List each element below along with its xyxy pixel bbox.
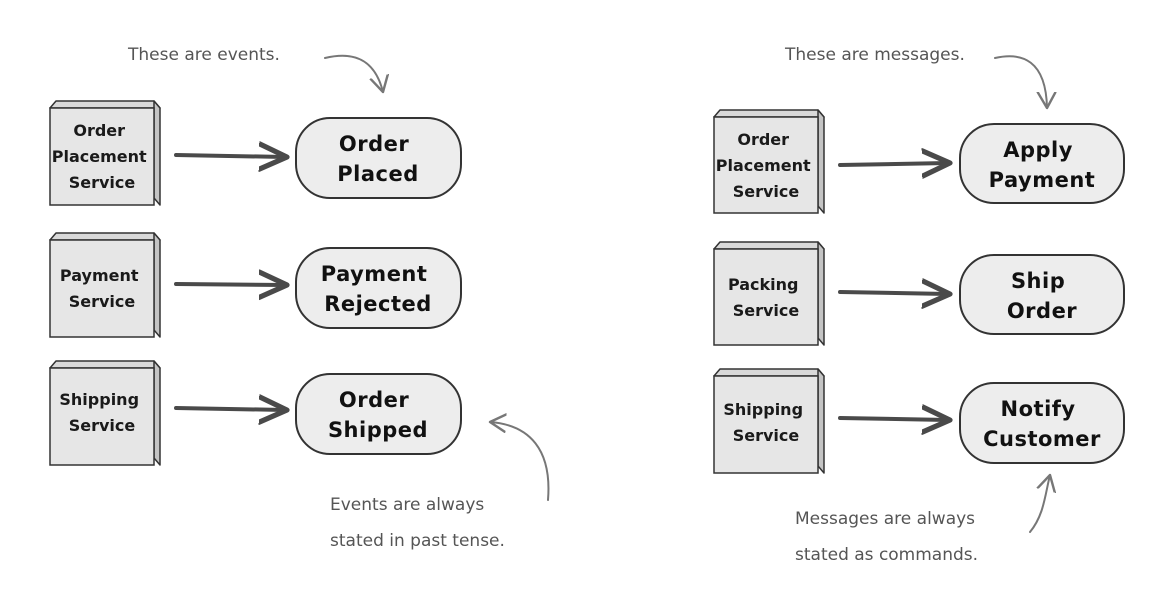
svg-text:Payment Service: Payment Service (60, 266, 144, 311)
service-box: Shipping Service (49, 360, 161, 466)
node-label-line: Payment (321, 262, 428, 286)
service-label-line: Service (69, 416, 136, 435)
svg-text:Notify Customer: Notify Customer (983, 397, 1101, 451)
message-node: Notify Customer (959, 382, 1125, 464)
service-label-line: Shipping (723, 400, 803, 419)
service-label-line: Placement (52, 147, 147, 166)
note-line: stated as commands. (795, 545, 978, 565)
flow-arrow (174, 408, 285, 410)
event-node: Order Placed (295, 117, 462, 199)
svg-text:Apply Payment: Apply Payment (989, 138, 1096, 192)
messages-footer-note: Messages are always stated as commands. (795, 509, 980, 565)
event-node: Payment Rejected (295, 247, 462, 329)
note-line: Messages are always (795, 509, 975, 529)
svg-text:Payment Rejected: Payment Rejected (321, 262, 435, 316)
service-label-line: Payment (60, 266, 139, 285)
svg-text:Shipping Service: Shipping Service (59, 390, 144, 435)
note-line: Events are always (330, 495, 484, 515)
flow-arrow (838, 292, 948, 294)
svg-text:Order Placed: Order Placed (337, 132, 418, 186)
events-row-shipping: Shipping Service Order Shipped (49, 360, 462, 466)
messages-row-order-placement: Order Placement Service Apply Payment (713, 109, 1125, 214)
events-row-payment: Payment Service Payment Rejected (49, 232, 462, 338)
messages-header-note: These are messages. (784, 45, 965, 65)
service-label-line: Service (69, 292, 136, 311)
flow-arrow (838, 418, 948, 420)
svg-text:Order Placement: Order Placement Service (716, 130, 816, 201)
events-row-order-placement: Order Placement Service Order Placed (49, 100, 462, 206)
node-label-line: Rejected (324, 292, 432, 316)
node-label-line: Shipped (328, 418, 428, 442)
flow-arrow (174, 284, 285, 285)
messages-panel: These are messages. Order Placement Serv… (713, 45, 1125, 565)
message-node: Ship Order (959, 254, 1125, 335)
service-label-line: Service (733, 182, 800, 201)
message-node: Apply Payment (959, 123, 1125, 204)
messages-header-note-arrow (994, 55, 1047, 108)
service-label-line: Service (69, 173, 136, 192)
messages-footer-note-arrow (1029, 475, 1050, 533)
events-panel: These are events. Order Placement Servic… (49, 45, 550, 551)
svg-text:Order Placement: Order Placement Service (52, 121, 152, 192)
flow-arrow (174, 155, 285, 157)
node-label-line: Customer (983, 427, 1101, 451)
service-box: Order Placement Service (713, 109, 825, 214)
service-label-line: Order (737, 130, 789, 149)
node-label-line: Apply (1003, 138, 1073, 162)
event-node: Order Shipped (295, 373, 462, 455)
node-label-line: Notify (1001, 397, 1076, 421)
svg-text:Ship Order: Ship Order (1007, 269, 1077, 323)
service-label-line: Service (733, 426, 800, 445)
service-box: Shipping Service (713, 368, 825, 474)
node-label-line: Ship (1011, 269, 1065, 293)
svg-text:Order Shipped: Order Shipped (328, 388, 428, 442)
messages-row-shipping: Shipping Service Notify Customer (713, 368, 1125, 474)
messages-row-packing: Packing Service Ship Order (713, 241, 1125, 346)
service-box: Payment Service (49, 232, 161, 338)
node-label-line: Order (339, 132, 409, 156)
events-footer-note: Events are always stated in past tense. (330, 495, 505, 551)
svg-text:Packing Service: Packing Service (728, 275, 804, 320)
service-box: Packing Service (713, 241, 825, 346)
service-label-line: Placement (716, 156, 811, 175)
service-box: Order Placement Service (49, 100, 161, 206)
service-label-line: Order (73, 121, 125, 140)
node-label-line: Order (339, 388, 409, 412)
flow-arrow (838, 163, 948, 165)
service-label-line: Service (733, 301, 800, 320)
service-label-line: Shipping (59, 390, 139, 409)
events-header-note-arrow (324, 54, 383, 92)
node-label-line: Order (1007, 299, 1077, 323)
note-line: stated in past tense. (330, 531, 505, 551)
events-footer-note-arrow (490, 422, 550, 501)
service-label-line: Packing (728, 275, 799, 294)
node-label-line: Placed (337, 162, 418, 186)
node-label-line: Payment (989, 168, 1096, 192)
events-header-note: These are events. (127, 45, 280, 65)
svg-text:Shipping Service: Shipping Service (723, 400, 808, 445)
